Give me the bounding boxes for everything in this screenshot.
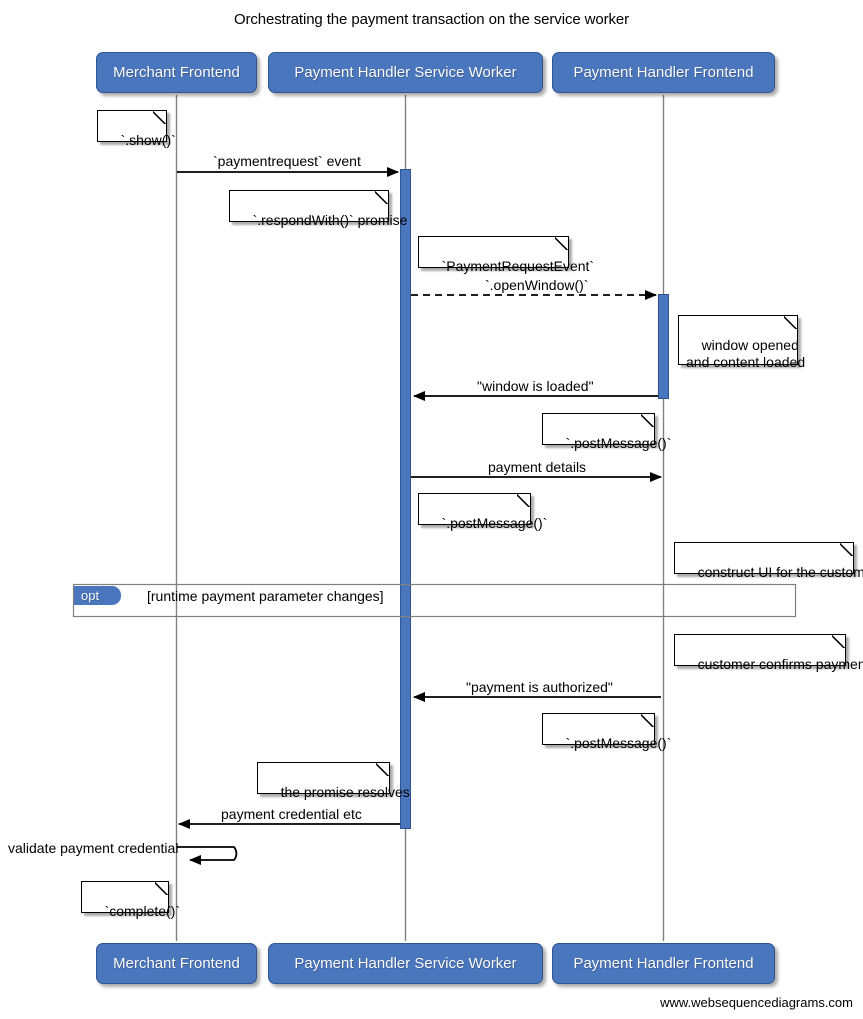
participant-label: Payment Handler Service Worker (294, 64, 517, 81)
activation-bar-service-worker (400, 169, 411, 829)
participant-label: Payment Handler Frontend (573, 64, 754, 81)
fragment-condition-label: [runtime payment parameter changes] (147, 588, 384, 604)
participant-label: Payment Handler Frontend (573, 955, 754, 972)
note-show: `.show()` (97, 110, 176, 148)
note-text: the promise resolves (280, 784, 410, 800)
participant-bottom-service-worker[interactable]: Payment Handler Service Worker (268, 943, 543, 984)
note-complete: `complete()` (81, 881, 180, 919)
note-text: `.postMessage()` (565, 735, 672, 751)
note-text: `PaymentRequestEvent` (441, 258, 595, 274)
note-fold-corner-icon (641, 714, 654, 727)
note-text: `complete()` (104, 903, 181, 919)
note-fold-corner-icon (555, 237, 568, 250)
participant-top-handler-frontend[interactable]: Payment Handler Frontend (552, 52, 775, 93)
note-postmessage-sw-to-handler: `.postMessage()` (418, 493, 547, 531)
message-label-payment-credential-etc: payment credential etc (221, 806, 362, 822)
diagram-title: Orchestrating the payment transaction on… (233, 11, 630, 28)
note-text: construct UI for the customer (697, 564, 863, 580)
note-fold-corner-icon (155, 882, 168, 895)
message-label-openwindow: `.openWindow()` (485, 277, 589, 293)
note-fold-corner-icon (375, 191, 388, 204)
note-text: `.respondWith()` promise (252, 212, 408, 228)
participant-bottom-merchant-frontend[interactable]: Merchant Frontend (96, 943, 257, 984)
participant-top-merchant-frontend[interactable]: Merchant Frontend (96, 52, 257, 93)
note-customer-confirms-payment: customer confirms payment (674, 634, 863, 672)
message-label-payment-details: payment details (488, 459, 587, 475)
note-postmessage-authorized: `.postMessage()` (542, 713, 671, 751)
message-label-validate-payment-credential: validate payment credential (8, 840, 179, 856)
note-fold-corner-icon (840, 543, 853, 556)
note-text: `.show()` (120, 132, 176, 148)
participant-label: Merchant Frontend (113, 64, 240, 81)
footer-attribution: www.websequencediagrams.com (660, 995, 853, 1010)
note-text: `.postMessage()` (565, 435, 672, 451)
participant-bottom-handler-frontend[interactable]: Payment Handler Frontend (552, 943, 775, 984)
activation-bars (400, 169, 669, 829)
note-window-opened-content-loaded: window opened and content loaded (678, 315, 805, 370)
activation-bar-handler-frontend (658, 294, 669, 399)
participant-top-service-worker[interactable]: Payment Handler Service Worker (268, 52, 543, 93)
note-construct-ui-for-customer: construct UI for the customer (674, 542, 863, 580)
fragment-frame-opt (72, 583, 797, 618)
note-the-promise-resolves: the promise resolves (257, 762, 410, 800)
note-postmessage-handler-to-sw: `.postMessage()` (542, 413, 671, 451)
note-fold-corner-icon (832, 635, 845, 648)
note-fold-corner-icon (153, 111, 166, 124)
fragment-type-label-opt: opt (74, 586, 121, 605)
message-arrows (177, 167, 662, 865)
message-label-window-is-loaded: "window is loaded" (477, 378, 594, 394)
note-fold-corner-icon (784, 316, 797, 329)
note-text: `.postMessage()` (441, 515, 548, 531)
note-text: customer confirms payment (697, 656, 863, 672)
participant-label: Merchant Frontend (113, 955, 240, 972)
message-label-payment-is-authorized: "payment is authorized" (466, 679, 613, 695)
note-fold-corner-icon (517, 494, 530, 507)
message-label-paymentrequest-event: `paymentrequest` event (213, 153, 361, 169)
note-paymentrequestevent: `PaymentRequestEvent` (418, 236, 594, 274)
arrow-validate-payment-credential-self (177, 846, 238, 865)
note-text: window opened and content loaded (686, 337, 806, 370)
participant-label: Payment Handler Service Worker (294, 955, 517, 972)
note-fold-corner-icon (641, 414, 654, 427)
note-respondwith-promise: `.respondWith()` promise (229, 190, 407, 228)
note-fold-corner-icon (376, 763, 389, 776)
